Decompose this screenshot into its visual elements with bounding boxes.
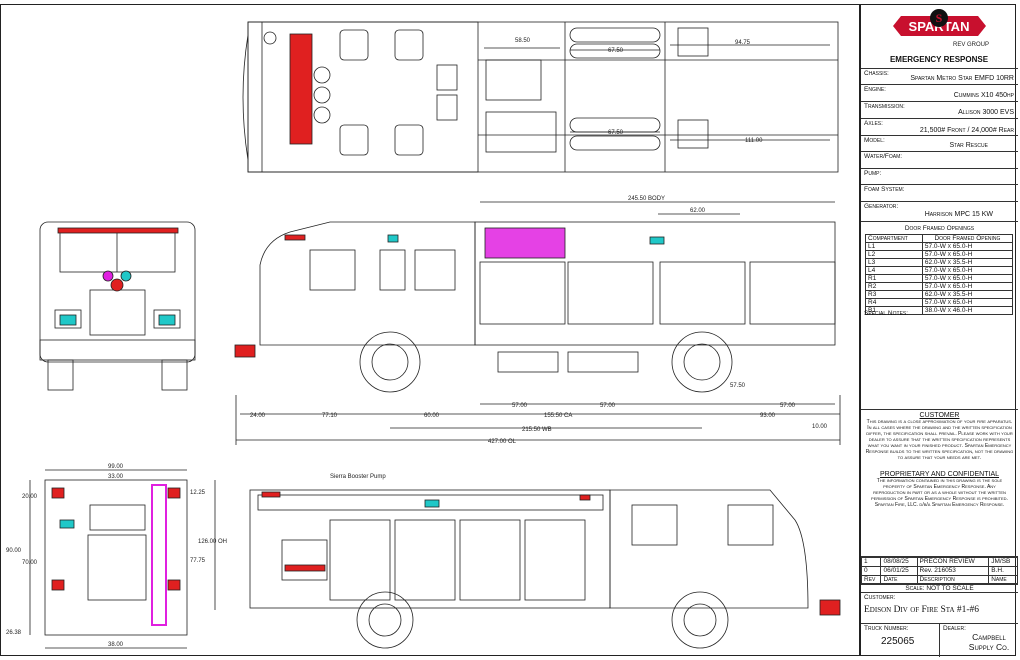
dim-57c: 57.00: [780, 403, 796, 409]
dim-24: 24.00: [250, 413, 266, 419]
dim-57a: 57.00: [512, 403, 528, 409]
proprietary-notice: PROPRIETARY AND CONFIDENTIAL The informa…: [871, 471, 1008, 508]
dim-oh: 126.00 OH: [198, 539, 227, 545]
scale-note: Scale: NOT TO SCALE: [861, 583, 1018, 592]
customer-name: Edison Div of Fire Sta #1-#6: [864, 605, 980, 615]
door-openings-title: Door Framed Openings: [904, 225, 975, 232]
brand-group: REV GROUP: [953, 42, 989, 48]
dim-top-2: 67.50: [608, 48, 624, 54]
spec-model: Model:Star Rescue: [861, 135, 1018, 151]
dim-rear-38: 38.00: [108, 642, 124, 648]
spec-engine: Engine:Cummins X10 450hp: [861, 84, 1018, 101]
spec-water-foam: Water/Foam:: [861, 151, 1018, 168]
dim-62: 62.00: [690, 208, 706, 214]
dim-ol: 427.00 OL: [488, 439, 517, 445]
booster-pump-label: Sierra Booster Pump: [330, 474, 386, 480]
dim-93: 93.00: [760, 413, 776, 419]
dim-ca: 155.50 CA: [544, 413, 572, 419]
customer-notice: CUSTOMER This drawing is a close approxi…: [861, 409, 1018, 471]
dim-rear-90: 90.00: [6, 548, 22, 554]
top-view: [242, 21, 839, 173]
title-block: SPARTAN S REV GROUP EMERGENCY RESPONSE C…: [859, 4, 1018, 657]
dim-top-4: 67.50: [608, 130, 624, 136]
side-view: [234, 221, 836, 393]
dim-77: 77.10: [322, 413, 338, 419]
dim-rear-77: 77.75: [190, 558, 206, 564]
dim-60: 60.00: [424, 413, 440, 419]
dim-rear-12: 12.25: [190, 490, 206, 496]
spec-axles: Axles:21,500# Front / 24,000# Rear: [861, 118, 1018, 135]
special-notes: Special Notes:: [864, 310, 909, 317]
dim-10: 10.00: [812, 424, 828, 430]
dim-body-length: 245.50 BODY: [628, 196, 665, 202]
dimension-lines: [235, 201, 841, 445]
dim-top-3: 94.75: [735, 40, 751, 46]
svg-text:S: S: [936, 11, 943, 25]
spec-chassis: Chassis:Spartan Metro Star EMFD 10RR: [861, 68, 1018, 84]
rear-view: [29, 469, 188, 649]
side-view-right: [214, 480, 841, 649]
dim-wb: 215.50 WB: [522, 427, 552, 433]
dim-57b: 57.00: [600, 403, 616, 409]
brand-division: EMERGENCY RESPONSE: [890, 55, 989, 64]
dim-rear-26: 26.38: [6, 630, 22, 636]
dim-top-1: 58.50: [515, 38, 531, 44]
truck-dealer-block: Truck Number: 225065 Dealer: Campbell Su…: [861, 623, 1018, 657]
spec-transmission: Transmission:Allison 3000 EVS: [861, 101, 1018, 118]
dim-rear-99: 99.00: [108, 464, 124, 470]
spec-pump: Pump:: [861, 168, 1018, 184]
dim-top-5: 111.00: [745, 138, 763, 144]
customer-block: Customer: Edison Div of Fire Sta #1-#6: [861, 592, 1018, 623]
dim-rear-33: 33.00: [108, 474, 124, 480]
spec-generator: Generator:Harrison MPC 15 KW: [861, 201, 1018, 221]
spartan-logo: SPARTAN S REV GROUP EMERGENCY RESPONSE: [861, 4, 1018, 68]
truck-number: 225065: [881, 636, 915, 647]
fire-apparatus-drawing: 58.50 67.50 94.75 67.50 111.00 245.50 BO…: [6, 21, 841, 649]
dim-rear-70: 70.00: [22, 560, 38, 566]
front-view: [39, 221, 196, 391]
dealer-name: Campbell Supply Co.: [968, 632, 1010, 652]
dim-rear-20: 20.00: [22, 494, 38, 500]
spec-foam-system: Foam System:: [861, 184, 1018, 201]
dim-57-50: 57.50: [730, 383, 746, 389]
